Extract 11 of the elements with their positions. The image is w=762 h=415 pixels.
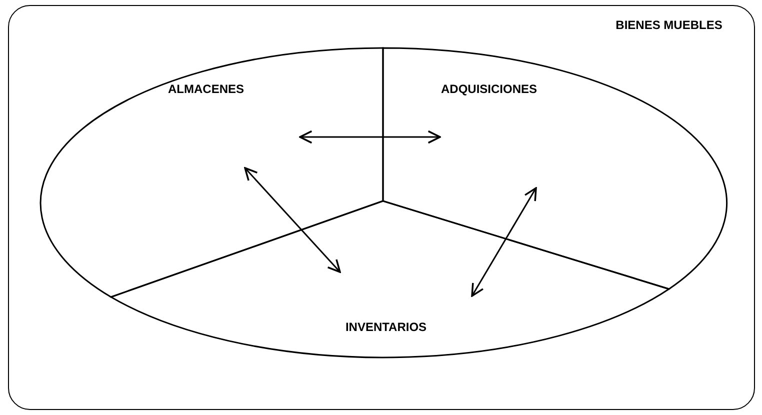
sector-label: INVENTARIOS	[345, 320, 427, 334]
double-arrow	[471, 187, 537, 297]
sector-label: ADQUISICIONES	[441, 82, 537, 96]
ellipse-sector	[39, 48, 383, 297]
outer-frame	[8, 5, 755, 410]
double-arrow	[244, 167, 341, 273]
double-arrow	[299, 130, 441, 144]
frame-title: BIENES MUEBLES	[616, 18, 722, 32]
ellipse-sector	[111, 201, 669, 358]
ellipse-sector	[383, 48, 727, 291]
sector-label: ALMACENES	[168, 82, 244, 96]
